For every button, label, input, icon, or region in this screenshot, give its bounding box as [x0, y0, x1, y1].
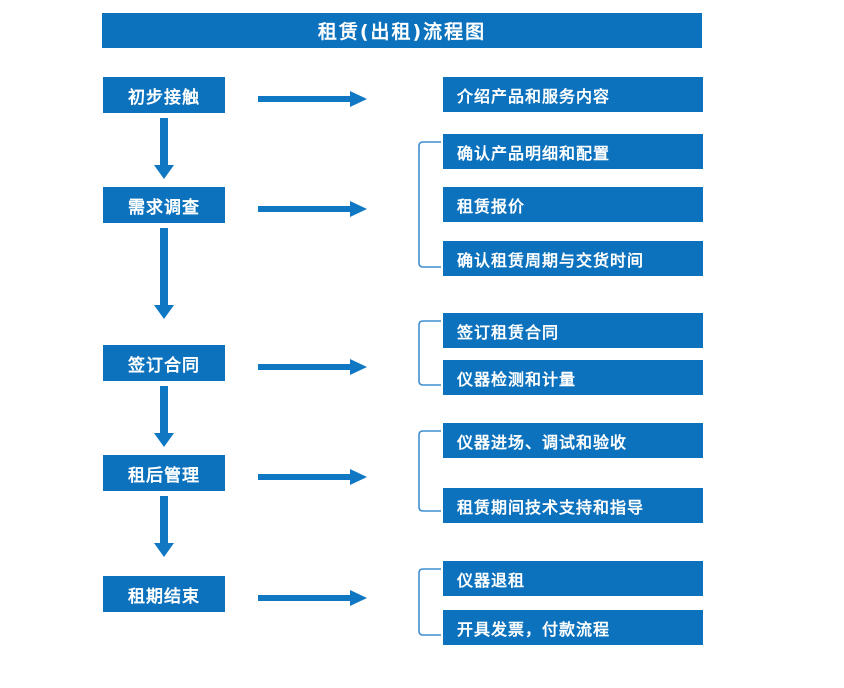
- stage-box-3[interactable]: 签订合同: [103, 345, 225, 381]
- stage-box-4[interactable]: 租后管理: [103, 455, 225, 491]
- arrow-down-icon-2: [152, 228, 176, 320]
- group-bracket-5: [417, 568, 443, 636]
- arrow-right-icon-2: [258, 198, 368, 220]
- detail-box-1-1[interactable]: 介绍产品和服务内容: [443, 77, 703, 112]
- group-bracket-3: [417, 320, 443, 386]
- detail-box-2-2[interactable]: 租赁报价: [443, 187, 703, 222]
- detail-box-5-2[interactable]: 开具发票，付款流程: [443, 610, 703, 645]
- arrow-right-icon-5: [258, 587, 368, 609]
- arrow-right-icon-3: [258, 356, 368, 378]
- detail-box-4-2[interactable]: 租赁期间技术支持和指导: [443, 488, 703, 523]
- detail-box-3-2[interactable]: 仪器检测和计量: [443, 360, 703, 395]
- stage-box-1[interactable]: 初步接触: [103, 77, 225, 113]
- arrow-right-icon-1: [258, 88, 368, 110]
- detail-box-4-1[interactable]: 仪器进场、调试和验收: [443, 423, 703, 458]
- arrow-down-icon-4: [152, 496, 176, 558]
- arrow-right-icon-4: [258, 466, 368, 488]
- detail-box-2-1[interactable]: 确认产品明细和配置: [443, 134, 703, 169]
- detail-box-3-1[interactable]: 签订租赁合同: [443, 313, 703, 348]
- stage-box-2[interactable]: 需求调查: [103, 187, 225, 223]
- detail-box-5-1[interactable]: 仪器退租: [443, 561, 703, 596]
- arrow-down-icon-1: [152, 118, 176, 180]
- page-title: 租赁(出租)流程图: [102, 13, 702, 48]
- detail-box-2-3[interactable]: 确认租赁周期与交货时间: [443, 241, 703, 276]
- arrow-down-icon-3: [152, 386, 176, 448]
- stage-box-5[interactable]: 租期结束: [103, 576, 225, 612]
- group-bracket-4: [417, 430, 443, 512]
- group-bracket-2: [417, 141, 443, 268]
